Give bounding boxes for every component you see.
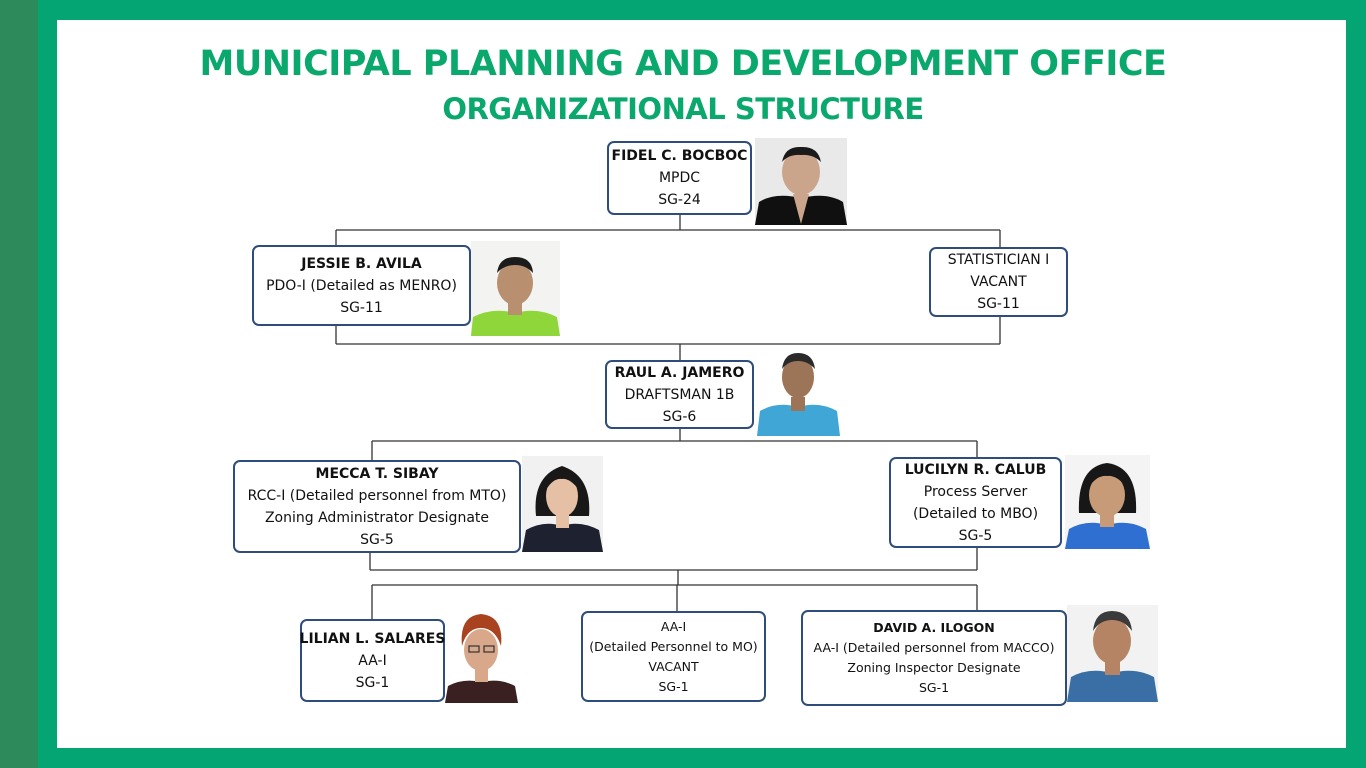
node-position: STATISTICIAN I bbox=[947, 252, 1050, 268]
node-grade: SG-1 bbox=[658, 678, 689, 694]
node-position: MPDC bbox=[658, 170, 701, 186]
node-raul-jamero: RAUL A. JAMERO DRAFTSMAN 1B SG-6 bbox=[605, 360, 754, 429]
node-position: RCC-I (Detailed personnel from MTO) bbox=[247, 487, 507, 504]
photo-david-ilogon bbox=[1067, 605, 1158, 702]
node-detail: (Detailed to MBO) bbox=[912, 505, 1039, 522]
node-grade: SG-6 bbox=[662, 408, 697, 425]
photo-lucilyn-calub bbox=[1065, 455, 1150, 549]
photo-raul-jamero bbox=[757, 347, 840, 436]
node-fidel-bocboc: FIDEL C. BOCBOC MPDC SG-24 bbox=[607, 141, 752, 215]
node-status: VACANT bbox=[648, 658, 699, 674]
node-position: DRAFTSMAN 1B bbox=[624, 386, 735, 403]
left-accent-bar bbox=[0, 0, 38, 768]
node-david-ilogon: DAVID A. ILOGON AA-I (Detailed personnel… bbox=[801, 610, 1067, 706]
node-position: AA-I bbox=[358, 652, 387, 669]
node-aa-vacant: AA-I (Detailed Personnel to MO) VACANT S… bbox=[581, 611, 766, 702]
node-grade: SG-24 bbox=[658, 192, 701, 208]
node-lucilyn-calub: LUCILYN R. CALUB Process Server (Detaile… bbox=[889, 457, 1062, 548]
node-name: JESSIE B. AVILA bbox=[301, 255, 422, 272]
node-name: LILIAN L. SALARES bbox=[299, 630, 446, 647]
photo-jessie-avila bbox=[471, 241, 560, 336]
node-grade: SG-5 bbox=[360, 531, 394, 548]
node-name: LUCILYN R. CALUB bbox=[904, 461, 1047, 478]
node-position: Process Server bbox=[923, 483, 1028, 500]
node-name: DAVID A. ILOGON bbox=[873, 620, 995, 635]
node-position: AA-I bbox=[660, 618, 687, 634]
photo-fidel-bocboc bbox=[755, 138, 847, 225]
node-status: VACANT bbox=[970, 274, 1027, 290]
photo-mecca-sibay bbox=[522, 456, 603, 552]
node-grade: SG-11 bbox=[977, 296, 1020, 312]
page-title: MUNICIPAL PLANNING AND DEVELOPMENT OFFIC… bbox=[199, 44, 1167, 84]
node-grade: SG-5 bbox=[958, 527, 993, 544]
node-jessie-avila: JESSIE B. AVILA PDO-I (Detailed as MENRO… bbox=[252, 245, 471, 326]
node-lilian-salares: LILIAN L. SALARES AA-I SG-1 bbox=[300, 619, 445, 702]
node-statistician-vacant: STATISTICIAN I VACANT SG-11 bbox=[929, 247, 1068, 317]
node-position: PDO-I (Detailed as MENRO) bbox=[266, 277, 457, 294]
node-grade: SG-11 bbox=[340, 299, 383, 316]
photo-lilian-salares bbox=[445, 608, 518, 703]
node-grade: SG-1 bbox=[918, 680, 950, 695]
node-mecca-sibay: MECCA T. SIBAY RCC-I (Detailed personnel… bbox=[233, 460, 521, 553]
node-name: MECCA T. SIBAY bbox=[315, 465, 439, 482]
node-designation: Zoning Inspector Designate bbox=[847, 660, 1021, 675]
node-grade: SG-1 bbox=[355, 674, 390, 691]
node-name: FIDEL C. BOCBOC bbox=[611, 148, 748, 164]
page-subtitle: ORGANIZATIONAL STRUCTURE bbox=[442, 92, 924, 126]
node-detail: (Detailed Personnel to MO) bbox=[589, 638, 758, 654]
node-designation: Zoning Administrator Designate bbox=[264, 509, 490, 526]
node-position: AA-I (Detailed personnel from MACCO) bbox=[813, 640, 1055, 655]
node-name: RAUL A. JAMERO bbox=[614, 364, 745, 381]
